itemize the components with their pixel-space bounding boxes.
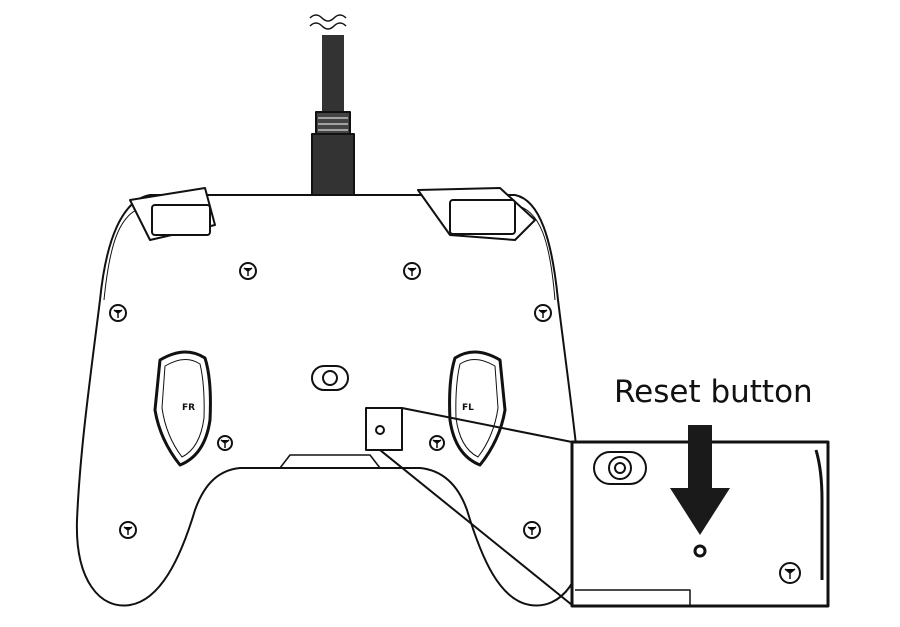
screw-icon (403, 262, 421, 280)
paddle-fr (153, 350, 212, 467)
usb-cable (309, 14, 355, 197)
screw-icon (239, 262, 257, 280)
screws (109, 262, 552, 539)
bottom-port (279, 454, 381, 469)
paddle-fl (448, 350, 507, 467)
screw-icon (534, 304, 552, 322)
paddle-fl-label: FL (462, 403, 474, 413)
reset-button-label: Reset button (614, 374, 813, 410)
left-bumper (129, 187, 216, 241)
screw-icon (109, 304, 127, 322)
right-bumper (417, 187, 536, 241)
mode-switch (311, 365, 349, 391)
controller-body (75, 194, 585, 607)
screw-icon (429, 435, 445, 451)
screw-icon (119, 521, 137, 539)
screw-icon (217, 435, 233, 451)
paddle-fr-label: FR (182, 403, 195, 413)
reset-button-hole (693, 544, 707, 558)
arrow-icon (670, 425, 730, 535)
screw-icon (523, 521, 541, 539)
